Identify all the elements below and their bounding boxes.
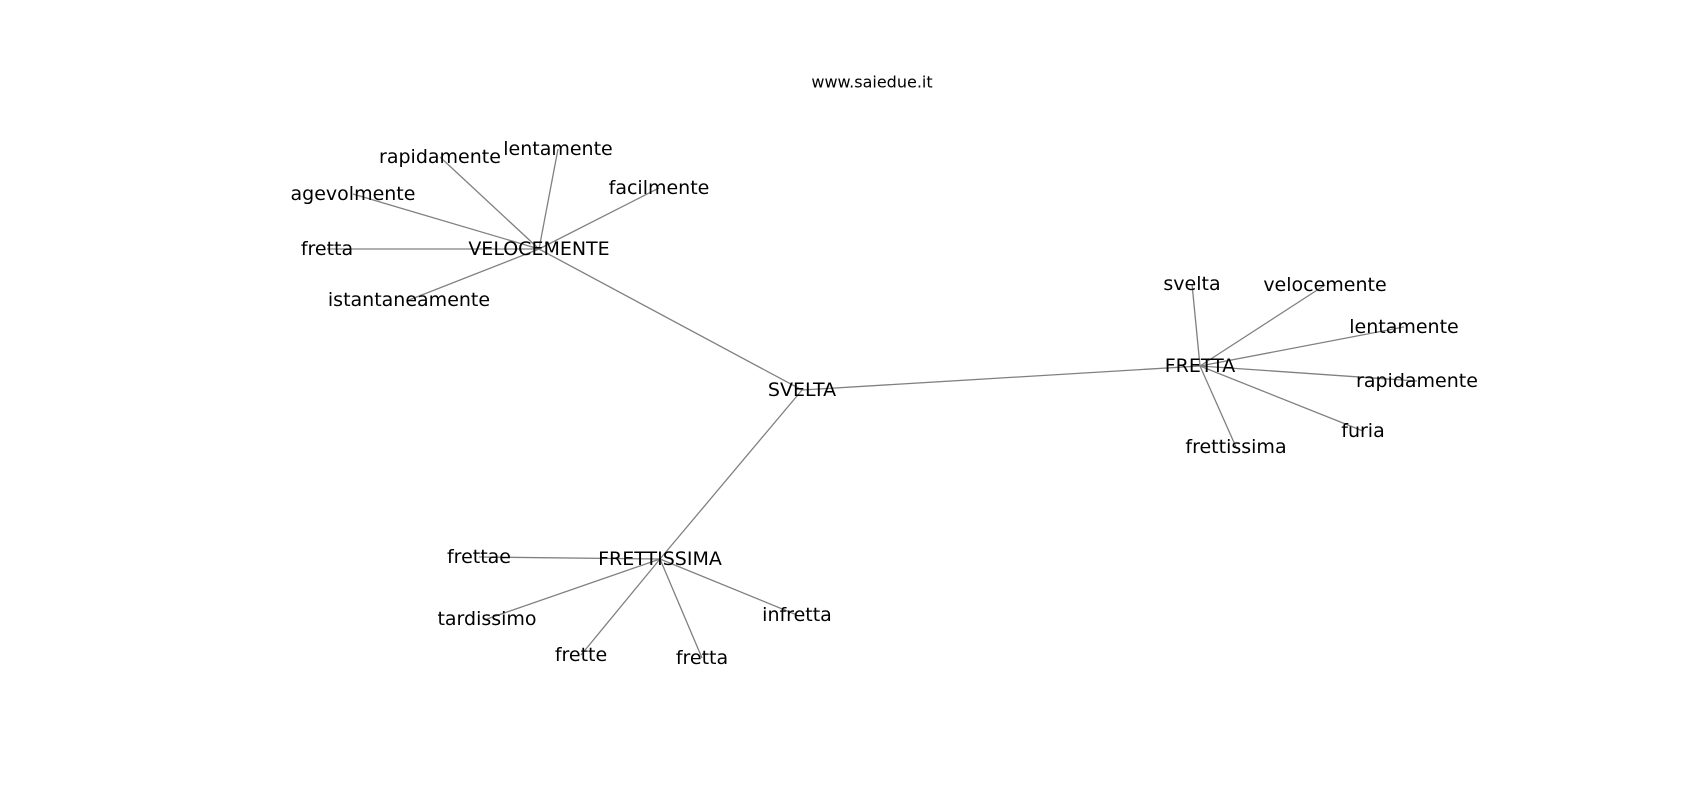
edge-frettissima_hub-t_fretta: [659, 558, 703, 659]
edge-velocemente_hub-v_agevolmente: [352, 193, 540, 250]
edges-layer: [327, 148, 1418, 659]
node-label-svelta_center: SVELTA: [768, 379, 836, 401]
node-label-t_frette: frette: [555, 644, 607, 666]
edge-svelta_center-fretta_hub: [801, 365, 1201, 391]
edge-fretta_hub-f_rapidamente: [1199, 365, 1418, 382]
node-label-t_fretta: fretta: [676, 647, 728, 669]
node-label-velocemente_hub: VELOCEMENTE: [468, 238, 609, 260]
edge-fretta_hub-f_velocemente: [1199, 284, 1326, 367]
node-label-f_frettissima: frettissima: [1185, 436, 1286, 458]
node-label-f_svelta: svelta: [1163, 273, 1220, 295]
node-label-v_fretta: fretta: [301, 238, 353, 260]
node-label-t_infretta: infretta: [762, 604, 832, 626]
edge-velocemente_hub-v_lentamente: [538, 148, 559, 250]
node-label-f_furia: furia: [1341, 420, 1384, 442]
edge-frettissima_hub-t_infretta: [659, 558, 798, 616]
node-label-f_rapidamente: rapidamente: [1356, 370, 1478, 392]
edge-svelta_center-frettissima_hub: [659, 389, 803, 560]
node-label-t_frettae: frettae: [447, 546, 511, 568]
watermark-text: www.saiedue.it: [811, 73, 932, 92]
edge-velocemente_hub-v_istantaneamente: [408, 248, 540, 301]
edge-fretta_hub-f_furia: [1199, 365, 1364, 432]
edge-fretta_hub-f_frettissima: [1199, 365, 1237, 448]
edge-svelta_center-velocemente_hub: [538, 248, 803, 391]
node-label-v_agevolmente: agevolmente: [291, 183, 416, 205]
edge-frettissima_hub-t_frettae: [478, 556, 661, 560]
node-label-v_facilmente: facilmente: [609, 177, 710, 199]
node-label-v_rapidamente: rapidamente: [379, 146, 501, 168]
edge-fretta_hub-f_lentamente: [1199, 326, 1405, 367]
node-label-t_tardissimo: tardissimo: [437, 608, 536, 630]
nodes-layer: SVELTA VELOCEMENTE FRETTA FRETTISSIMA rapida…: [291, 138, 1478, 669]
edge-velocemente_hub-v_rapidamente: [439, 156, 540, 250]
node-label-f_velocemente: velocemente: [1263, 274, 1386, 296]
edge-frettissima_hub-t_tardissimo: [486, 558, 661, 620]
node-label-v_istantaneamente: istantaneamente: [328, 289, 490, 311]
edge-velocemente_hub-v_facilmente: [538, 187, 660, 250]
node-label-v_lentamente: lentamente: [503, 138, 612, 160]
node-label-frettissima_hub: FRETTISSIMA: [598, 548, 722, 570]
edge-fretta_hub-f_svelta: [1191, 283, 1201, 367]
node-label-f_lentamente: lentamente: [1349, 316, 1458, 338]
edge-frettissima_hub-t_frette: [580, 558, 661, 656]
node-label-fretta_hub: FRETTA: [1165, 355, 1236, 377]
